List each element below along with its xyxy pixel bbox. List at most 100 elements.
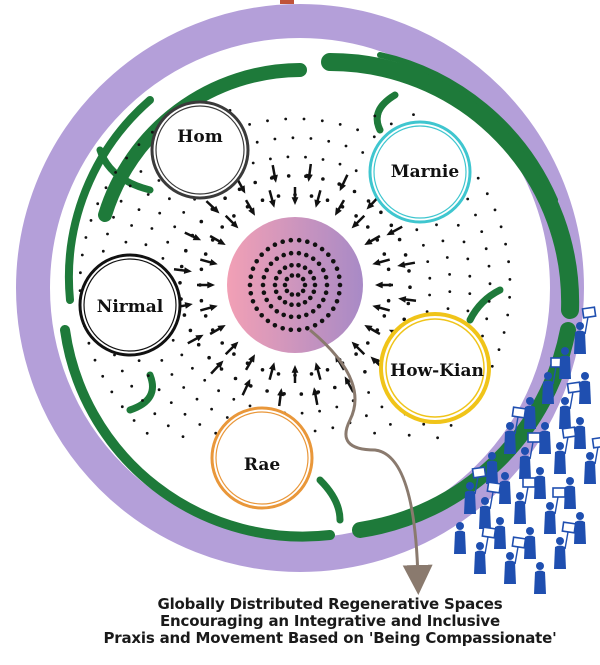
field-dot bbox=[382, 314, 387, 318]
caption-line-1: Globally Distributed Regenerative Spaces bbox=[157, 595, 503, 613]
field-dot bbox=[130, 384, 134, 388]
inward-arrow bbox=[268, 189, 276, 208]
field-dot bbox=[120, 369, 124, 373]
field-dot bbox=[425, 310, 429, 313]
field-dot bbox=[260, 368, 265, 372]
center-dot bbox=[334, 266, 340, 272]
field-dot bbox=[157, 388, 161, 392]
participant-nirmal: Nirmal bbox=[78, 253, 182, 357]
inward-arrow bbox=[205, 200, 220, 214]
inward-arrow bbox=[364, 325, 381, 336]
field-dot bbox=[408, 285, 412, 290]
center-dot bbox=[324, 282, 330, 288]
center-dot bbox=[331, 259, 336, 264]
field-dot bbox=[199, 298, 204, 303]
center-dot bbox=[273, 289, 279, 295]
center-dot bbox=[296, 302, 301, 308]
center-dot bbox=[295, 273, 301, 278]
field-dot bbox=[380, 405, 384, 409]
field-dot bbox=[161, 257, 165, 260]
field-dot bbox=[168, 197, 171, 201]
outflow-arrow bbox=[309, 328, 433, 595]
field-dot bbox=[508, 278, 512, 281]
protester bbox=[464, 466, 487, 514]
center-dot bbox=[248, 291, 254, 296]
field-dot bbox=[365, 414, 368, 418]
protester bbox=[584, 436, 600, 484]
center-dot bbox=[323, 275, 329, 280]
center-dot bbox=[337, 282, 343, 288]
field-dot bbox=[389, 223, 394, 228]
center-dot bbox=[260, 282, 266, 288]
center-dot bbox=[296, 250, 302, 256]
field-dot bbox=[485, 192, 489, 196]
inward-arrow bbox=[312, 387, 319, 406]
field-dot bbox=[260, 198, 265, 202]
inward-arrow bbox=[268, 362, 276, 381]
field-dot bbox=[232, 397, 236, 401]
field-dot bbox=[445, 256, 449, 259]
field-dot bbox=[182, 386, 186, 389]
inward-arrow bbox=[173, 267, 192, 274]
field-dot bbox=[130, 224, 134, 227]
field-dot bbox=[402, 317, 407, 322]
label-hom: Hom bbox=[177, 127, 222, 147]
field-dot bbox=[110, 390, 114, 394]
center-dot bbox=[321, 297, 326, 303]
field-dot bbox=[182, 211, 186, 214]
field-dot bbox=[199, 219, 204, 224]
inward-arrow bbox=[187, 334, 204, 345]
center-dot bbox=[265, 246, 271, 252]
inward-arrow bbox=[244, 199, 255, 216]
field-dot bbox=[87, 341, 91, 345]
field-dot bbox=[354, 169, 358, 173]
field-dot bbox=[137, 359, 141, 362]
inward-arrow bbox=[344, 376, 355, 393]
protest-crowd-icon bbox=[454, 306, 600, 594]
caption-line-3: Praxis and Movement Based on 'Being Comp… bbox=[103, 629, 557, 647]
field-dot bbox=[220, 225, 224, 229]
field-dot bbox=[223, 196, 227, 200]
field-dot bbox=[146, 193, 150, 196]
center-dot bbox=[302, 282, 308, 288]
protester bbox=[542, 357, 564, 404]
center-dot bbox=[304, 252, 309, 258]
protester bbox=[486, 452, 498, 484]
center-dot bbox=[274, 256, 280, 262]
field-dot bbox=[265, 389, 269, 393]
protester bbox=[554, 521, 577, 569]
field-dot bbox=[474, 213, 477, 217]
field-dot bbox=[422, 422, 426, 426]
field-dot bbox=[508, 295, 511, 299]
field-dot bbox=[210, 407, 214, 411]
field-dot bbox=[379, 210, 383, 215]
center-dot bbox=[308, 269, 313, 275]
field-dot bbox=[137, 143, 141, 147]
field-dot bbox=[188, 328, 193, 333]
center-dot bbox=[326, 313, 331, 318]
field-dot bbox=[198, 423, 202, 426]
center-dot bbox=[296, 263, 301, 268]
field-dot bbox=[191, 366, 194, 370]
center-dot bbox=[268, 303, 274, 309]
field-dot bbox=[89, 219, 93, 222]
center-dot bbox=[264, 267, 270, 273]
field-dot bbox=[291, 136, 295, 140]
center-dot bbox=[296, 237, 302, 243]
field-dot bbox=[354, 214, 358, 218]
center-dot bbox=[284, 276, 290, 282]
field-dot bbox=[276, 194, 281, 198]
field-dot bbox=[485, 317, 489, 321]
inward-arrow bbox=[397, 261, 416, 268]
center-dot bbox=[289, 292, 295, 297]
field-dot bbox=[173, 225, 177, 229]
field-dot bbox=[338, 123, 342, 126]
field-dot bbox=[344, 144, 348, 148]
center-dot bbox=[264, 297, 270, 303]
field-dot bbox=[320, 119, 324, 123]
field-dot bbox=[196, 342, 201, 347]
field-dot bbox=[199, 267, 204, 272]
field-dot bbox=[412, 113, 415, 116]
field-dot bbox=[80, 253, 84, 257]
inward-arrow bbox=[224, 341, 239, 356]
